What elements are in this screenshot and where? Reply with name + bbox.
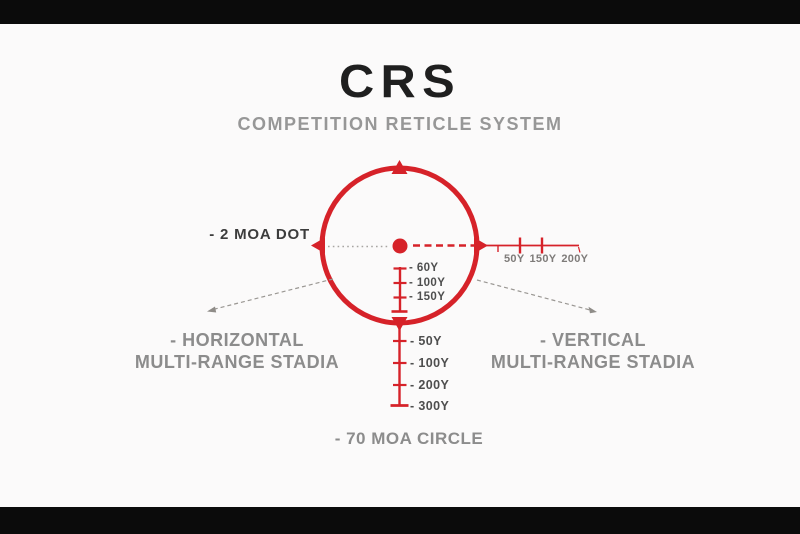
inner-stadia-label-100y: - 100Y — [409, 276, 446, 289]
inner-stadia-label-150y: - 150Y — [409, 291, 446, 303]
circle-spike-bottom — [391, 317, 408, 331]
vertical-stadia-label-50y: - 50Y — [410, 334, 442, 348]
horizontal-stadia-label-50y: 50Y — [504, 253, 525, 265]
page-title: CRS — [338, 55, 462, 107]
vertical-stadia-labels: - 50Y - 100Y - 200Y - 300Y — [410, 335, 449, 422]
vertical-stadia-label-100y: - 100Y — [410, 355, 450, 370]
vertical-callout-leader — [476, 279, 593, 312]
moa-dot-label: - 2 MOA DOT — [209, 226, 310, 243]
circle-spike-right — [474, 237, 488, 254]
vertical-stadia-label-200y: - 200Y — [410, 377, 450, 392]
vertical-stadia-label-300y: - 300Y — [410, 399, 450, 414]
inner-stadia-labels: - 60Y - 100Y - 150Y — [409, 262, 445, 306]
letterbox-bar-top — [0, 0, 800, 24]
vertical-stadia-callout-line2: MULTI-RANGE STADIA — [490, 352, 696, 372]
horizontal-stadia-callout-line2: MULTI-RANGE STADIA — [134, 352, 340, 372]
moa-circle-label: - 70 MOA CIRCLE — [334, 429, 484, 448]
horizontal-callout-arrowhead — [207, 306, 217, 313]
horizontal-callout-leader — [212, 278, 334, 311]
horizontal-stadia-label-150y: 150Y — [529, 253, 557, 265]
circle-spike-top — [391, 160, 408, 174]
horizontal-stadia-labels: 50Y 150Y 200Y — [504, 253, 588, 265]
horizontal-stadia-label-200y: 200Y — [561, 253, 589, 265]
vertical-callout-arrowhead — [588, 306, 597, 314]
page-subtitle: COMPETITION RETICLE SYSTEM — [237, 114, 563, 134]
inner-stadia-label-60y: - 60Y — [409, 262, 439, 274]
circle-spike-left — [311, 237, 325, 254]
horizontal-stadia-callout-line1: - HORIZONTAL — [170, 330, 304, 350]
horizontal-stadia-end-tick — [577, 246, 581, 253]
letterbox-bar-bottom — [0, 507, 800, 534]
center-dot — [392, 238, 408, 254]
vertical-stadia-callout-line1: - VERTICAL — [540, 330, 646, 350]
